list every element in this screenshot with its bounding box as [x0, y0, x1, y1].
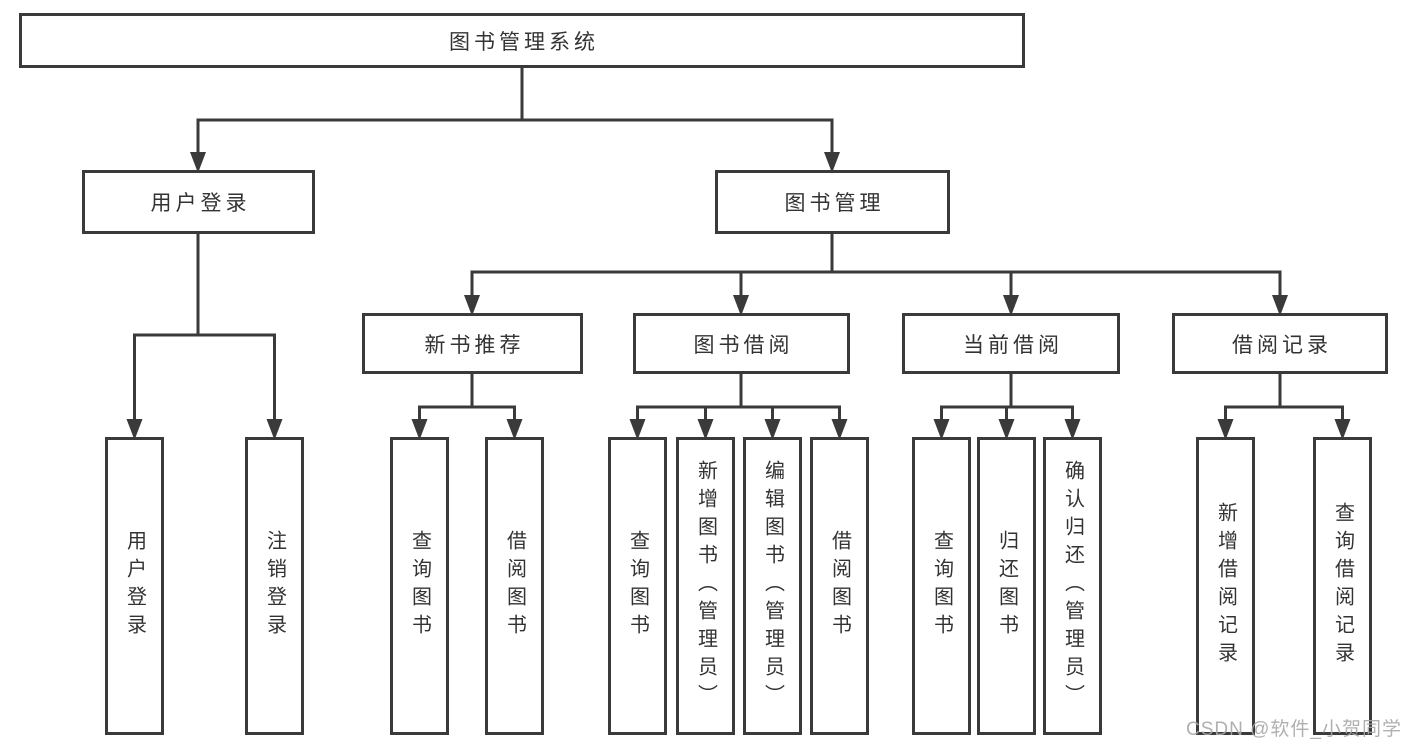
watermark-text: CSDN @软件_小贺同学: [1186, 719, 1402, 740]
leaf-search-books-2: 查询图书: [608, 437, 667, 735]
leaf-label: 查询图书: [626, 530, 649, 642]
node-label: 当前借阅: [963, 333, 1063, 357]
node-borrowing-records: 借阅记录: [1172, 313, 1388, 374]
leaf-search-books-1: 查询图书: [390, 437, 449, 735]
node-label: 新书推荐: [424, 333, 525, 357]
node-label: 图书管理: [784, 192, 885, 215]
node-label: 图书借阅: [693, 333, 794, 357]
node-book-management: 图书管理: [715, 170, 950, 234]
leaf-label: 归还图书: [995, 530, 1018, 642]
leaf-label: 借阅图书: [828, 530, 851, 642]
leaf-logout: 注销登录: [245, 437, 304, 735]
leaf-label: 新增图书（管理员）: [694, 460, 717, 712]
leaf-label: 用户登录: [123, 530, 146, 642]
leaf-search-borrow-record: 查询借阅记录: [1313, 437, 1372, 735]
leaf-confirm-return-admin: 确认归还（管理员）: [1043, 437, 1102, 735]
node-label: 用户登录: [150, 192, 251, 215]
node-current-borrowing: 当前借阅: [902, 313, 1120, 374]
node-library-management-system: 图书管理系统: [19, 13, 1025, 68]
leaf-user-login: 用户登录: [105, 437, 164, 735]
leaf-add-borrow-record: 新增借阅记录: [1196, 437, 1255, 735]
leaf-add-books-admin: 新增图书（管理员）: [676, 437, 735, 735]
leaf-label: 确认归还（管理员）: [1061, 460, 1084, 712]
node-label: 图书管理系统: [449, 30, 599, 54]
node-new-book-recommendation: 新书推荐: [362, 313, 583, 374]
node-label: 借阅记录: [1232, 333, 1332, 357]
leaf-borrow-books-1: 借阅图书: [485, 437, 544, 735]
leaf-label: 查询借阅记录: [1331, 502, 1354, 670]
leaf-label: 借阅图书: [503, 530, 526, 642]
node-user-login: 用户登录: [82, 170, 315, 234]
leaf-label: 查询图书: [408, 530, 431, 642]
leaf-label: 查询图书: [930, 530, 953, 642]
leaf-label: 新增借阅记录: [1214, 502, 1237, 670]
leaf-search-books-3: 查询图书: [912, 437, 971, 735]
leaf-borrow-books-2: 借阅图书: [810, 437, 869, 735]
node-book-borrowing: 图书借阅: [633, 313, 850, 374]
leaf-label: 编辑图书（管理员）: [761, 460, 784, 712]
leaf-label: 注销登录: [263, 530, 286, 642]
leaf-edit-books-admin: 编辑图书（管理员）: [743, 437, 802, 735]
leaf-return-books: 归还图书: [977, 437, 1036, 735]
